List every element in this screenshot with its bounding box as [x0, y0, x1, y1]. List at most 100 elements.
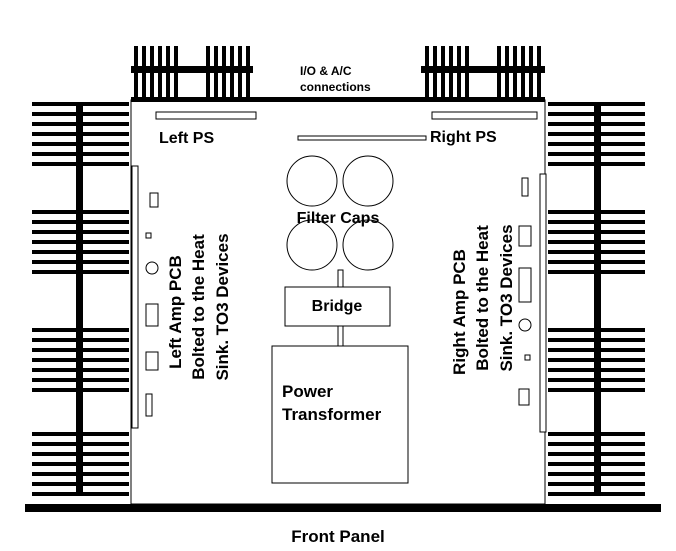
bridge-transformer-connector [337, 325, 344, 347]
left-device-1 [149, 192, 159, 208]
left-amp-pcb-strip [131, 165, 139, 429]
io-label-line2: connections [300, 80, 371, 94]
right-heatsink-fin [548, 348, 645, 352]
right-heatsink-fin [548, 472, 645, 476]
right-heatsink-fin [548, 452, 645, 456]
right-heatsink-fin [548, 328, 645, 332]
left-heatsink-fin [32, 338, 129, 342]
right-heatsink-fin [548, 338, 645, 342]
right-heatsink-fin [548, 152, 645, 156]
bridge-label: Bridge [312, 298, 363, 315]
left-heatsink-fin [32, 240, 129, 244]
transformer-label: Transformer [282, 405, 382, 424]
right-heatsink-fin [548, 102, 645, 106]
left-heatsink-fin [32, 358, 129, 362]
right-amp-label-2: Bolted to the Heat [473, 225, 492, 371]
left-heatsink-fin [32, 378, 129, 382]
left-heatsink-fin [32, 132, 129, 136]
right-device-6 [518, 388, 530, 406]
right-ps-label: Right PS [430, 129, 497, 146]
right-side-heatsink [548, 102, 645, 496]
left-heatsink-fin [32, 492, 129, 496]
left-heatsink-fin [32, 482, 129, 486]
left-heatsink-fin [32, 442, 129, 446]
right-heatsink-spine [594, 102, 601, 492]
left-device-6 [145, 393, 153, 417]
right-heatsink-fin [548, 378, 645, 382]
left-device-2 [145, 232, 152, 239]
right-heatsink-fin [548, 132, 645, 136]
right-heatsink-fin [548, 368, 645, 372]
rear-panel [131, 97, 545, 102]
right-ps-board [431, 111, 538, 120]
right-heatsink-fin [548, 260, 645, 264]
right-heatsink-fin [548, 122, 645, 126]
left-heatsink-fin [32, 328, 129, 332]
io-label: I/O & A/C [300, 64, 352, 78]
filter-cap-top-left [286, 155, 338, 207]
right-heatsink-fin [548, 388, 645, 392]
left-heatsink-fin [32, 432, 129, 436]
right-amp-label-1: Right Amp PCB [450, 249, 469, 375]
filter-cap-bottom-left [286, 219, 338, 271]
right-heatsink-fin [548, 358, 645, 362]
right-heatsink-fin [548, 432, 645, 436]
left-heatsink-fin [32, 260, 129, 264]
caps-bridge-connector [337, 269, 344, 288]
right-heatsink-fin [548, 112, 645, 116]
right-heatsink-fin [548, 220, 645, 224]
ps-link-bar [297, 135, 427, 141]
right-device-5 [524, 354, 531, 361]
left-heatsink-fin [32, 388, 129, 392]
left-heatsink-fin [32, 210, 129, 214]
left-ps-board [155, 111, 257, 120]
front-panel-bar [25, 504, 661, 512]
right-device-3 [518, 267, 532, 303]
right-heatsink-fin [548, 210, 645, 214]
rear-right-heatsink [421, 46, 545, 98]
left-device-4 [145, 303, 159, 327]
right-heatsink-fin [548, 492, 645, 496]
right-heatsink-fin [548, 250, 645, 254]
right-heatsink-fin [548, 442, 645, 446]
left-side-heatsink [32, 102, 129, 496]
left-heatsink-fin [32, 270, 129, 274]
right-amp-label-3: Sink. TO3 Devices [497, 224, 516, 371]
left-ps-label: Left PS [159, 130, 214, 147]
right-heatsink-fin [548, 462, 645, 466]
left-device-3 [145, 261, 159, 275]
right-amp-pcb-strip [539, 173, 547, 433]
filter-cap-top-right [342, 155, 394, 207]
front-panel-label: Front Panel [291, 527, 385, 546]
right-heatsink-fin [548, 142, 645, 146]
left-heatsink-fin [32, 152, 129, 156]
left-heatsink-fin [32, 162, 129, 166]
left-heatsink-fin [32, 462, 129, 466]
left-heatsink-fin [32, 348, 129, 352]
left-amp-label-3: Sink. TO3 Devices [213, 233, 232, 380]
left-heatsink-fin [32, 230, 129, 234]
left-heatsink-fin [32, 102, 129, 106]
filter-caps-label: Filter Caps [297, 210, 380, 227]
right-heatsink-fin [548, 230, 645, 234]
right-device-1 [521, 177, 529, 197]
right-heatsink-fin [548, 482, 645, 486]
left-amp-label-1: Left Amp PCB [166, 255, 185, 369]
left-heatsink-fin [32, 220, 129, 224]
power-transformer-box [271, 345, 409, 484]
left-heatsink-fin [32, 472, 129, 476]
left-heatsink-fin [32, 122, 129, 126]
left-device-5 [145, 351, 159, 371]
right-heatsink-fin [548, 240, 645, 244]
right-heatsink-fin [548, 270, 645, 274]
left-heatsink-spine [76, 102, 83, 492]
power-label: Power [282, 382, 333, 401]
bridge-box [284, 286, 391, 327]
filter-cap-bottom-right [342, 219, 394, 271]
right-heatsink-fin [548, 162, 645, 166]
right-device-2 [518, 225, 532, 247]
left-heatsink-fin [32, 250, 129, 254]
right-device-4 [518, 318, 532, 332]
left-heatsink-fin [32, 368, 129, 372]
